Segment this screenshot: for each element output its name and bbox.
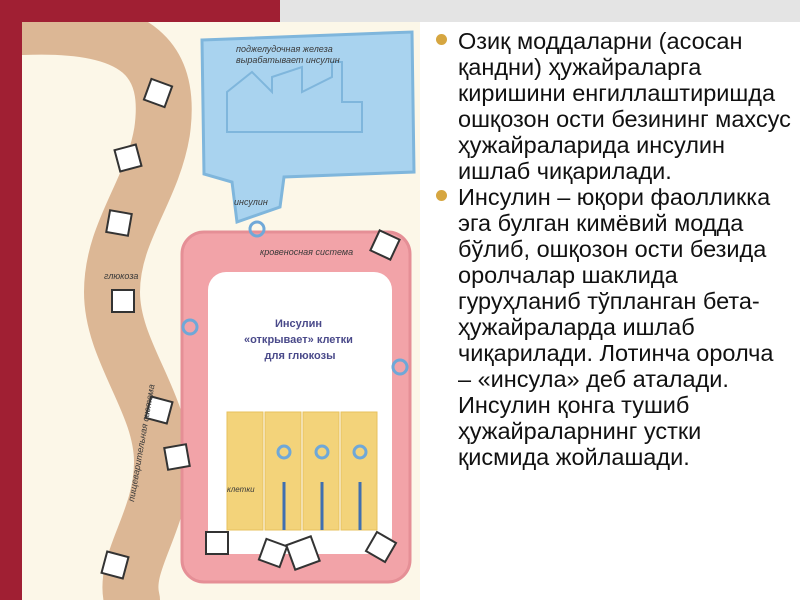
insulin-label: инсулин [234, 197, 268, 207]
pancreas-label-line1: поджелудочная железа [236, 44, 333, 54]
cells-title-line3: для глюкозы [265, 350, 336, 362]
pancreas-label-line2: вырабатывает инсулин [236, 55, 340, 65]
pancreas [200, 30, 416, 225]
slide-side-bar [0, 0, 22, 600]
circulatory-label: кровеносная система [260, 247, 353, 257]
cells-label: клетки [227, 485, 255, 494]
cells [226, 411, 378, 531]
slide-top-grey-band [280, 0, 800, 22]
insulin-keys [181, 220, 409, 460]
glucose-arrows [282, 482, 362, 530]
bullet-item: Озиқ моддаларни (асосан қандни) ҳужайрал… [432, 28, 792, 184]
slide-top-band [22, 0, 280, 22]
cells-title-line2: «открывает» клетки [244, 334, 353, 346]
bullet-dot-icon [436, 34, 447, 45]
factory-sketch [226, 61, 363, 133]
svg-text:Инсулин «открывает» клетки: Инсулин «открывает» клетки для глюкозы [244, 318, 356, 362]
bullet-dot-icon [436, 190, 447, 201]
bullet-list: Озиқ моддаларни (асосан қандни) ҳужайрал… [432, 28, 792, 470]
bullet-text: Озиқ моддаларни (асосан қандни) ҳужайрал… [458, 28, 791, 184]
sugar-cubes [100, 77, 401, 580]
bullet-item: Инсулин – юқори фаолликка эга булган ким… [432, 184, 792, 470]
glucose-label: глюкоза [104, 271, 138, 281]
cells-title-line1: Инсулин [275, 318, 322, 330]
digestive-tract [22, 22, 192, 600]
bullet-text: Инсулин – юқори фаолликка эга булган ким… [458, 184, 774, 470]
svg-text:поджелудочная железа выраб: поджелудочная железа вырабатывает инсули… [236, 44, 340, 65]
insulin-illustration: поджелудочная железа вырабатывает инсули… [22, 22, 420, 600]
